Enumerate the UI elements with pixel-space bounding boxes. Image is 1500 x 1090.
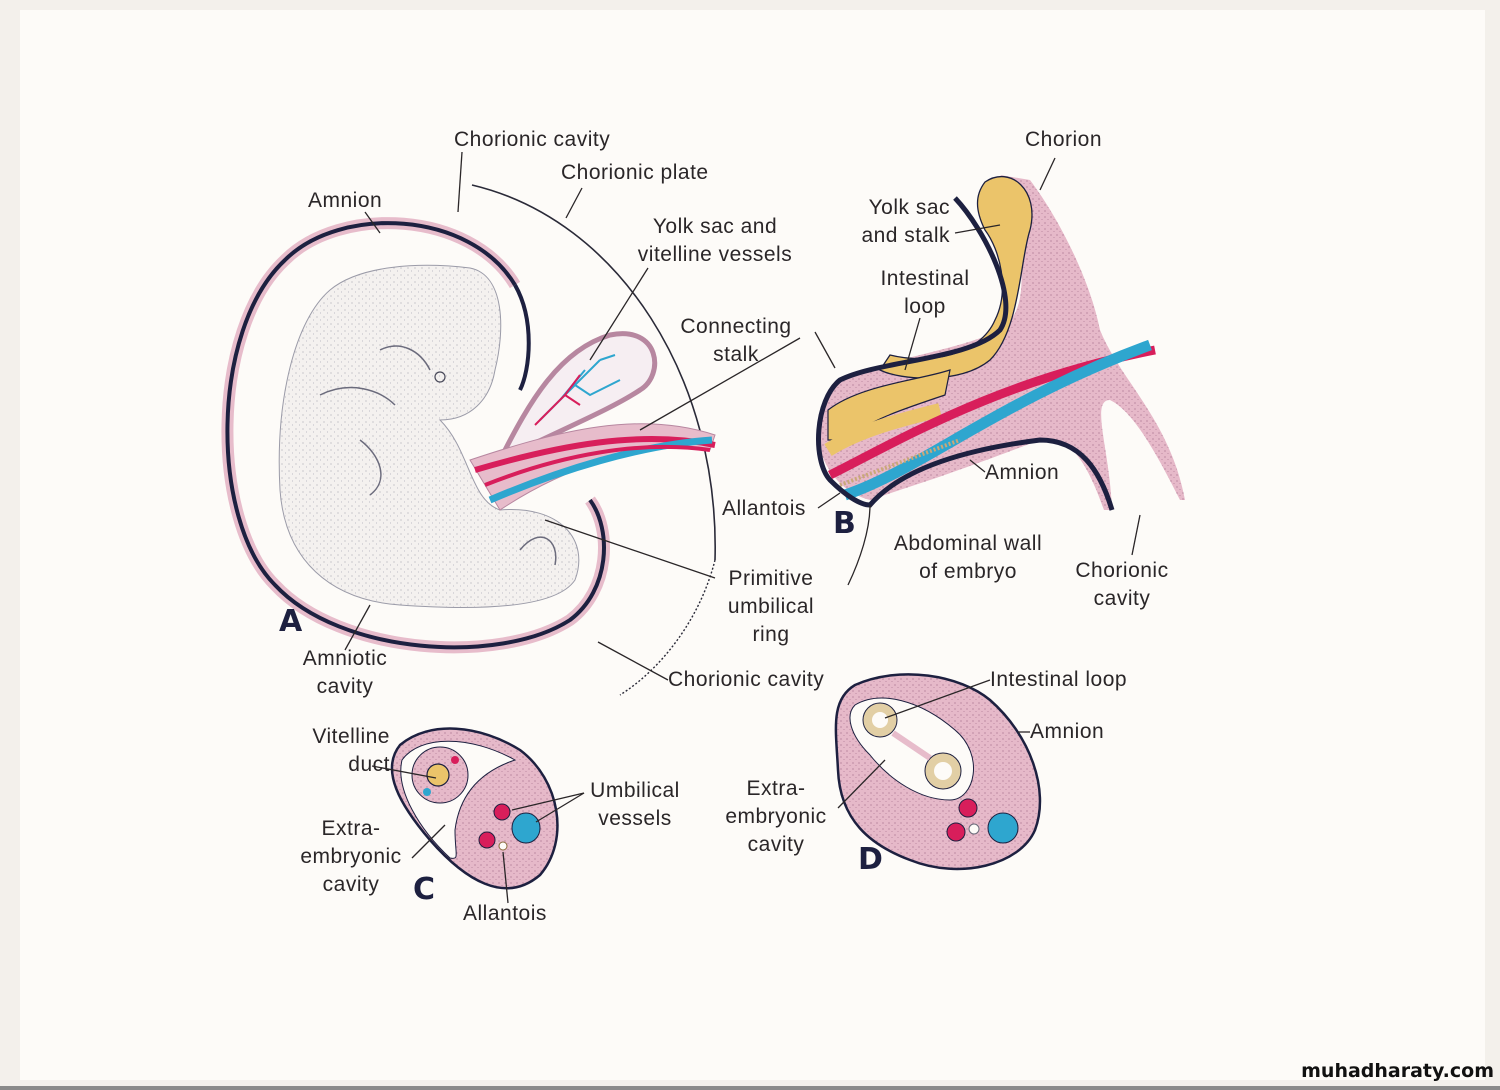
- watermark: muhadharaty.com: [1301, 1060, 1494, 1082]
- label-allantois-b: Allantois: [722, 497, 806, 520]
- panel-letter-a: A: [279, 604, 303, 639]
- umbilical-artery-a2: [484, 444, 711, 487]
- intestinal-lumen-d2: [934, 762, 952, 780]
- label-amnion-b: Amnion: [985, 461, 1060, 484]
- vitelline-duct[interactable]: [426, 763, 450, 787]
- yolk-sac[interactable]: [494, 331, 658, 466]
- label-intestinal-loop-d: Intestinal loop: [990, 668, 1128, 691]
- panel-letter-d: D: [858, 842, 883, 877]
- label-chorion: Chorion: [1025, 128, 1103, 151]
- bottom-edge: [0, 1086, 1500, 1090]
- label-umbilical-vessels-line2: vessels: [598, 807, 672, 830]
- panel-a-drawing: [221, 151, 801, 696]
- label-abdominal-wall: Abdominal wall of embryo: [880, 530, 1056, 586]
- label-amniotic-line1: Amniotic: [302, 647, 388, 670]
- allantois-c: [498, 841, 508, 851]
- allantois-d: [968, 823, 980, 835]
- panel-c-drawing: [371, 727, 585, 904]
- label-chorionic-plate: Chorionic plate: [561, 161, 709, 184]
- umbilical-vein-c: [511, 812, 541, 844]
- label-extra-d-line1: Extra-: [746, 777, 806, 800]
- label-umbilical-vessels-c: Umbilical vessels: [582, 777, 688, 833]
- panel-letter-b: B: [833, 506, 856, 541]
- umbilical-vein-d: [987, 812, 1019, 844]
- label-intestinal-loop-b-line1: Intestinal: [880, 267, 970, 290]
- label-vitelline-duct-line2: duct: [348, 753, 390, 776]
- vitelline-artery-c: [451, 756, 459, 764]
- label-chorionic-cavity-top: Chorionic cavity: [454, 128, 611, 151]
- label-amniotic-line2: cavity: [316, 675, 374, 698]
- panel-d-leaders: [837, 679, 1030, 809]
- umbilical-artery-c2: [478, 831, 496, 849]
- label-extra-d-line2: embryonic: [725, 805, 827, 828]
- amnion-b-outline: [816, 196, 1115, 511]
- label-connecting-stalk-line2: stalk: [713, 343, 759, 366]
- label-primitive-line3: ring: [752, 623, 790, 646]
- label-chorionic-cavity-b-line2: cavity: [1093, 587, 1151, 610]
- label-yolk-sac-line2: vitelline vessels: [637, 243, 793, 266]
- label-intestinal-loop-b: Intestinal loop: [870, 265, 980, 321]
- umbilical-artery-d2: [946, 822, 966, 842]
- amnion-membrane-top: [513, 284, 531, 391]
- label-yolk-sac-line1: Yolk sac and: [652, 215, 778, 238]
- allantois-b: [839, 438, 961, 487]
- label-extra-c-line2: embryonic: [300, 845, 402, 868]
- label-yolk-sac-vitelline: Yolk sac and vitelline vessels: [625, 213, 805, 269]
- label-amnion-d: Amnion: [1030, 720, 1105, 743]
- umbilical-vein-b: [843, 339, 1152, 501]
- label-extraembryonic-cavity-d: Extra- embryonic cavity: [715, 775, 837, 859]
- panel-c-leaders: [371, 765, 585, 904]
- label-yolk-sac-stalk-line2: and stalk: [861, 224, 950, 247]
- label-chorionic-cavity-b-line1: Chorionic: [1075, 559, 1169, 582]
- chorionic-wall-arc: [619, 559, 716, 696]
- embryo-contours: [319, 345, 557, 566]
- panel-a-leaders: [344, 151, 801, 681]
- label-connecting-stalk-line1: Connecting: [680, 315, 792, 338]
- label-extra-c-line1: Extra-: [321, 817, 381, 840]
- label-extra-c-line3: cavity: [322, 873, 380, 896]
- label-vitelline-duct-line1: Vitelline: [312, 725, 390, 748]
- label-extra-d-line3: cavity: [747, 833, 805, 856]
- label-abdominal-wall-line1: Abdominal wall: [893, 532, 1043, 555]
- vitelline-vessels: [539, 354, 621, 421]
- embryo-body[interactable]: [278, 264, 580, 608]
- label-umbilical-vessels-line1: Umbilical: [590, 779, 680, 802]
- amnion-membrane[interactable]: [225, 221, 606, 650]
- chorionic-plate-arc: [471, 184, 716, 561]
- label-primitive-line2: umbilical: [727, 595, 815, 618]
- intestinal-loop-b2: [824, 403, 942, 456]
- mesentery-d: [891, 730, 932, 761]
- label-amniotic-cavity: Amniotic cavity: [290, 645, 400, 701]
- label-allantois-c: Allantois: [463, 902, 547, 925]
- label-primitive-umbilical-ring: Primitive umbilical ring: [716, 565, 826, 649]
- embryo-eye: [434, 371, 446, 383]
- label-yolk-sac-stalk-line1: Yolk sac: [868, 196, 950, 219]
- yolk-stalk[interactable]: [879, 176, 1033, 379]
- panel-b-drawing: [814, 157, 1185, 586]
- label-abdominal-wall-line2: of embryo: [919, 560, 1017, 583]
- vitelline-vein-c: [423, 788, 431, 796]
- label-amnion-a: Amnion: [308, 189, 383, 212]
- intestinal-lumen-d1: [872, 712, 888, 728]
- paper-sheet: [20, 10, 1485, 1080]
- umbilical-vein-a: [488, 436, 713, 504]
- label-chorionic-cavity-b: Chorionic cavity: [1066, 557, 1178, 613]
- umbilical-artery-d1: [958, 798, 978, 818]
- label-vitelline-duct: Vitelline duct: [302, 723, 390, 779]
- label-yolk-sac-stalk: Yolk sac and stalk: [846, 194, 950, 250]
- panel-b-leaders: [814, 157, 1141, 586]
- vitelline-arteries: [534, 374, 581, 426]
- label-extraembryonic-cavity-c: Extra- embryonic cavity: [292, 815, 410, 899]
- umbilical-artery-c1: [493, 803, 511, 821]
- panel-d-drawing: [834, 673, 1042, 871]
- label-primitive-line1: Primitive: [728, 567, 814, 590]
- label-connecting-stalk: Connecting stalk: [670, 313, 802, 369]
- label-chorionic-cavity-bottom: Chorionic cavity: [668, 668, 825, 691]
- panel-letter-c: C: [413, 872, 436, 907]
- label-intestinal-loop-b-line2: loop: [904, 295, 946, 318]
